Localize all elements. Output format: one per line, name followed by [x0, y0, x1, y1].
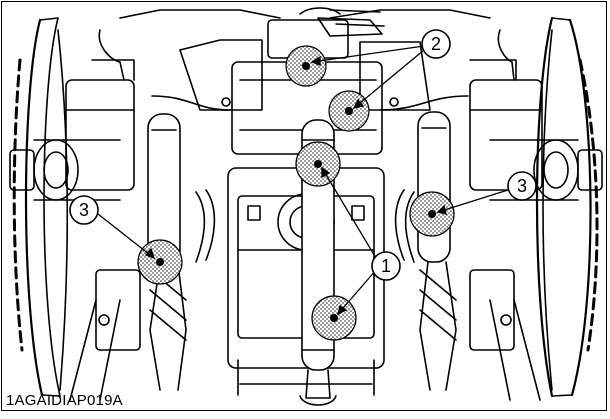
- callout-1-label: 1: [381, 256, 391, 276]
- callout-3-right: [507, 171, 537, 201]
- leader-lines: [97, 45, 509, 316]
- callout-3-left-label: 3: [79, 200, 89, 220]
- callout-2: [421, 29, 451, 59]
- grease-points: [137, 45, 455, 341]
- callout-1: [371, 251, 401, 281]
- figure-code: 1AGAIDIAP019A: [6, 392, 123, 409]
- callout-3-left: [69, 195, 99, 225]
- callouts: [69, 29, 537, 281]
- lower-links: [69, 299, 541, 401]
- left-wheel: [12, 17, 69, 397]
- right-axle-housing: [469, 29, 603, 201]
- callout-3-right-label: 3: [517, 176, 527, 196]
- right-wheel: [535, 16, 599, 398]
- left-lift-rod: [95, 113, 216, 391]
- callout-2-label: 2: [431, 34, 441, 54]
- right-lift-rod: [394, 111, 515, 391]
- grease-nipples: [156, 62, 436, 322]
